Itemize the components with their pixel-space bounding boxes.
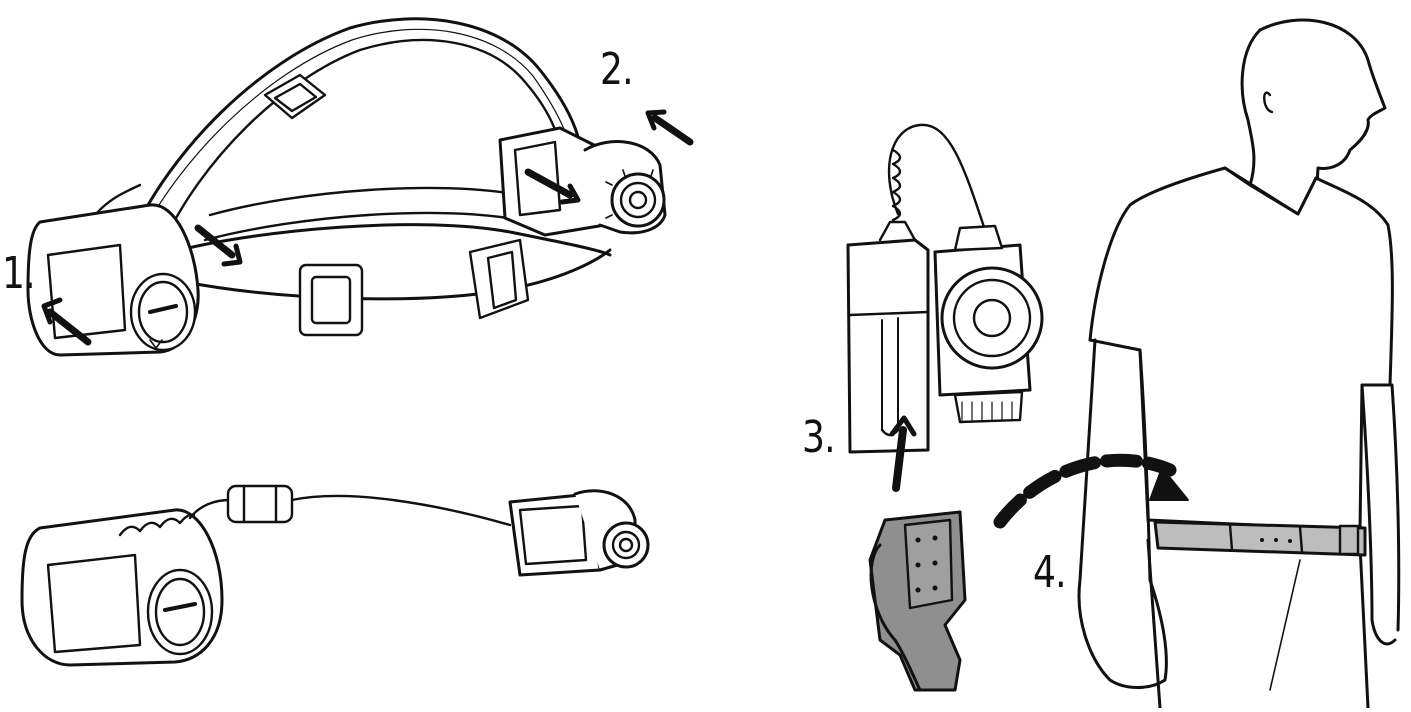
belt (1155, 522, 1365, 555)
step-label-4: 4. (1033, 547, 1067, 598)
arrow-step4-curve (1000, 460, 1170, 522)
battery-belt-clip-assembly (848, 125, 1042, 690)
headlamp-on-headband (28, 19, 690, 355)
rear-battery-pack (28, 205, 198, 355)
arrow-step2-lamp (528, 172, 578, 202)
arrow-step3-up (892, 418, 914, 488)
arrow-step2-front (648, 112, 690, 142)
front-lamp-head (500, 128, 665, 235)
step-label-1: 1. (2, 248, 36, 299)
arrow-step1-strap (198, 228, 240, 264)
arrow-step1-battery (44, 300, 88, 342)
person-wearing-belt (1000, 20, 1399, 708)
step-label-3: 3. (802, 412, 836, 463)
belt-clip (870, 512, 965, 690)
headlamp-with-cable (22, 486, 648, 665)
step-label-2: 2. (600, 44, 634, 95)
arrow-step4-head (1150, 468, 1188, 500)
